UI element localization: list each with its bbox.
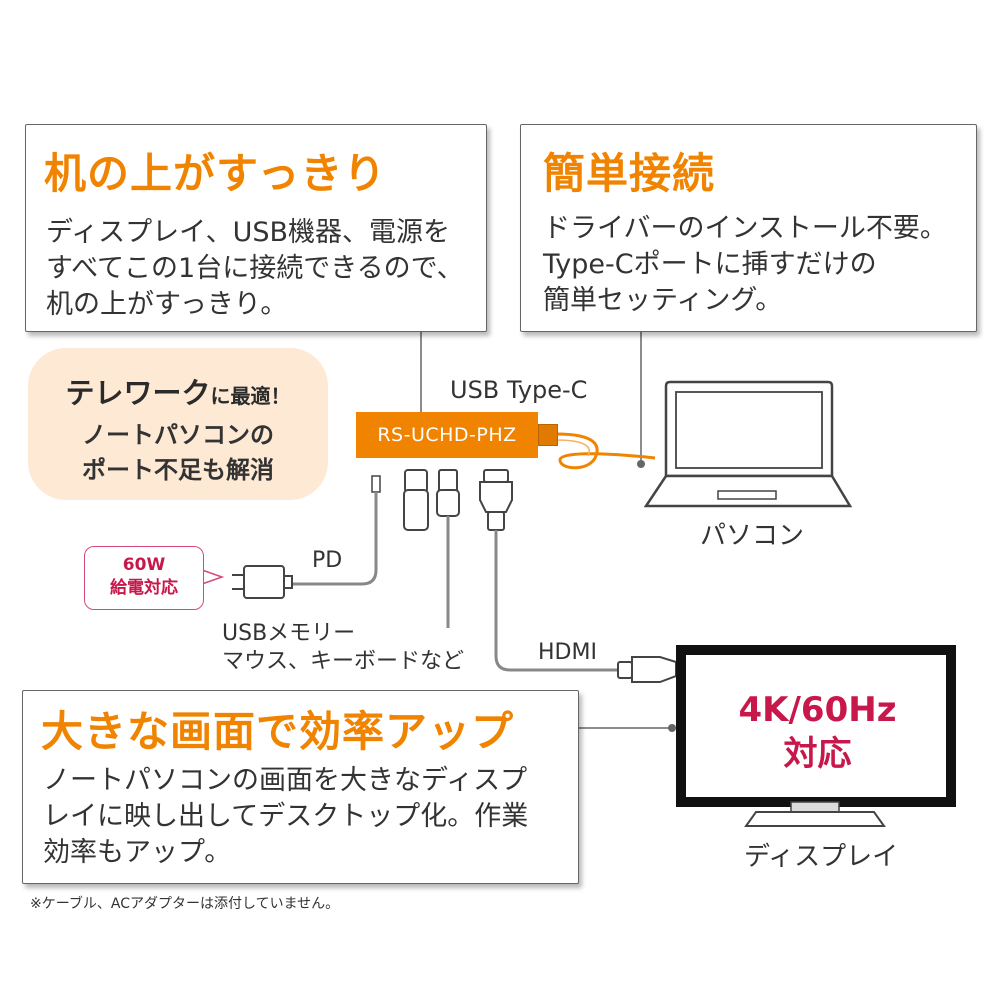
pd-label: PD bbox=[312, 548, 343, 573]
hub-device: RS-UCHD-PHZ bbox=[356, 412, 538, 458]
feature-title-desk: 机の上がすっきり bbox=[44, 149, 387, 198]
telework-heading-rest: に最適！ bbox=[210, 384, 291, 408]
feature-line: ノートパソコンの画面を大きなディスプ bbox=[43, 765, 528, 796]
feature-box-efficiency: 大きな画面で効率アップ ノートパソコンの画面を大きなディスプ レイに映し出してデ… bbox=[22, 690, 579, 884]
feature-line: Type-Cポートに挿すだけの bbox=[543, 249, 877, 280]
feature-title-connect: 簡単接続 bbox=[543, 149, 716, 198]
feature-line: 効率もアップ。 bbox=[43, 837, 232, 868]
usb-memory-icon bbox=[403, 469, 429, 531]
monitor-spec-text: 4K/60Hz 対応 bbox=[705, 688, 930, 776]
feature-text-efficiency: ノートパソコンの画面を大きなディスプ レイに映し出してデスクトップ化。作業 効率… bbox=[43, 763, 528, 871]
telework-line: ポート不足も解消 bbox=[82, 456, 274, 484]
monitor-resolution: 4K/60Hz bbox=[738, 690, 897, 730]
telework-heading: テレワークに最適！ bbox=[46, 370, 310, 412]
footnote: ※ケーブル、ACアダプターは添付していません。 bbox=[30, 896, 340, 912]
pd-badge-watt: 60W bbox=[122, 555, 166, 575]
usb-cable-icon bbox=[436, 469, 460, 517]
callout-dot-efficiency bbox=[668, 724, 676, 732]
laptop-icon bbox=[643, 380, 853, 508]
pd-plug-icon bbox=[371, 475, 381, 493]
monitor-support: 対応 bbox=[783, 734, 852, 774]
feature-title-efficiency: 大きな画面で効率アップ bbox=[41, 707, 515, 756]
feature-line: 簡単セッティング。 bbox=[543, 285, 783, 316]
pd-60w-badge: 60W 給電対応 bbox=[84, 546, 204, 610]
hub-usb-c-plug-icon bbox=[538, 424, 558, 446]
telework-heading-emphasis: テレワーク bbox=[65, 376, 211, 410]
feature-line: レイに映し出してデスクトップ化。作業 bbox=[43, 801, 529, 832]
usb-memory-line: マウス、キーボードなど bbox=[222, 649, 465, 674]
feature-text-desk: ディスプレイ、USB機器、電源を すべてこの1台に接続できるので、 机の上がすっ… bbox=[46, 215, 464, 323]
pd-badge-text: 給電対応 bbox=[110, 578, 178, 598]
hdmi-display-plug-icon bbox=[617, 656, 677, 683]
ac-adapter-icon bbox=[232, 565, 293, 599]
feature-line: ドライバーのインストール不要。 bbox=[543, 213, 947, 244]
hdmi-label: HDMI bbox=[538, 640, 597, 665]
pc-label: パソコン bbox=[700, 521, 805, 551]
feature-box-connect: 簡単接続 ドライバーのインストール不要。 Type-Cポートに挿すだけの 簡単セ… bbox=[520, 124, 977, 332]
usb-type-c-label: USB Type-C bbox=[450, 376, 588, 404]
monitor-icon bbox=[676, 645, 956, 827]
feature-line: 机の上がすっきり。 bbox=[46, 289, 288, 320]
usb-memory-line: USBメモリー bbox=[222, 621, 356, 646]
telework-line: ノートパソコンの bbox=[82, 421, 274, 449]
callout-dot-connect bbox=[637, 460, 645, 468]
feature-line: ディスプレイ、USB機器、電源を bbox=[46, 217, 450, 248]
feature-text-connect: ドライバーのインストール不要。 Type-Cポートに挿すだけの 簡単セッティング… bbox=[543, 211, 947, 319]
display-label: ディスプレイ bbox=[744, 842, 899, 872]
usb-c-cable bbox=[555, 432, 656, 470]
feature-box-desk: 机の上がすっきり ディスプレイ、USB機器、電源を すべてこの1台に接続できるの… bbox=[25, 124, 487, 332]
telework-callout: テレワークに最適！ ノートパソコンの ポート不足も解消 bbox=[28, 348, 328, 500]
telework-text: ノートパソコンの ポート不足も解消 bbox=[38, 418, 318, 488]
usb-memory-label: USBメモリー マウス、キーボードなど bbox=[222, 620, 464, 676]
hdmi-plug-icon bbox=[479, 469, 513, 531]
feature-line: すべてこの1台に接続できるので、 bbox=[46, 253, 464, 284]
